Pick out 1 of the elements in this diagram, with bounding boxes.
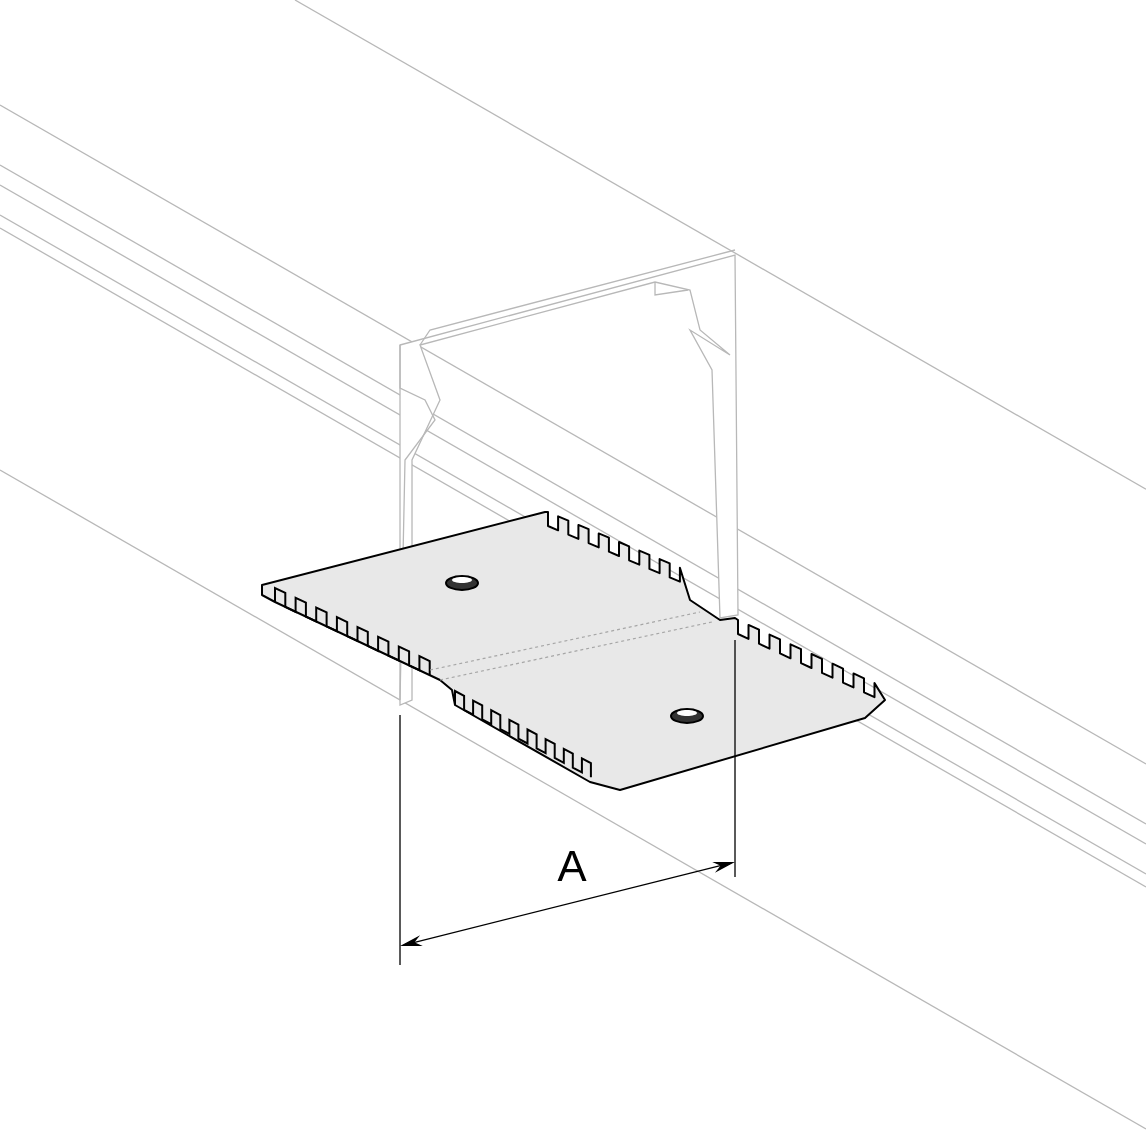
dimension-label: A [557,850,587,882]
